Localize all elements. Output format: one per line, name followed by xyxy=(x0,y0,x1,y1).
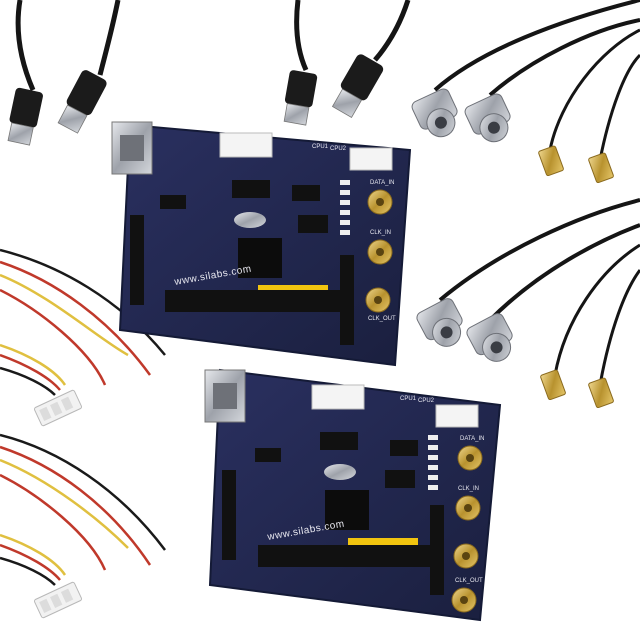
board-1-label-cpu2: CPU2 xyxy=(330,146,347,152)
black-header-2c xyxy=(430,505,444,595)
ic-1d xyxy=(160,195,186,209)
usb-cable-left xyxy=(7,0,121,146)
ic-2d xyxy=(255,448,281,462)
resistor-array-1 xyxy=(340,180,350,235)
sma-connector-3 xyxy=(540,369,566,401)
black-header-1b xyxy=(130,215,144,305)
bnc-sma-cables-top xyxy=(411,0,640,184)
sma-jack-2c xyxy=(453,543,479,569)
white-connector-2 xyxy=(33,581,83,619)
usb-b-plug-1 xyxy=(57,70,107,134)
crystal-2 xyxy=(324,464,356,480)
board-2-label-clk-out: CLK_OUT xyxy=(455,578,483,584)
bnc-connector-1 xyxy=(411,88,458,138)
usb-cable-right xyxy=(283,0,411,126)
ic-2c xyxy=(385,470,415,488)
sma-jack-1c xyxy=(365,287,391,313)
usb-a-plug-2 xyxy=(283,70,318,126)
crystal-1 xyxy=(234,212,266,228)
sma-connector-2 xyxy=(588,152,614,184)
board-2-label-cpu2: CPU2 xyxy=(418,398,435,404)
white-header-1b xyxy=(349,147,393,171)
board-1-label-data-in: DATA_IN xyxy=(370,180,394,186)
ic-1c xyxy=(298,215,328,233)
board-2-label-data-in: DATA_IN xyxy=(460,436,484,442)
resistor-array-2 xyxy=(428,435,438,490)
sma-jack-2a xyxy=(457,445,483,471)
black-header-2b xyxy=(222,470,236,560)
sma-connector-1 xyxy=(538,145,564,177)
white-header-2a xyxy=(311,384,365,410)
sma-jack-1a xyxy=(367,189,393,215)
ic-1b xyxy=(292,185,320,201)
wire-harness-top xyxy=(0,248,166,427)
usb-a-plug-1 xyxy=(7,87,43,146)
eval-board-1: www.silabs.com DATA_IN CLK_IN CLK_OUT CP… xyxy=(111,121,412,367)
bnc-connector-2 xyxy=(464,93,511,143)
sma-jack-1b xyxy=(367,239,393,265)
sma-jack-2d xyxy=(451,587,477,613)
usb-jack-2 xyxy=(204,369,246,423)
board-2-label-clk-in: CLK_IN xyxy=(458,486,479,492)
white-connector-1 xyxy=(33,389,83,427)
ic-2a xyxy=(320,432,358,450)
mcu-1 xyxy=(238,238,282,278)
ic-2b xyxy=(390,440,418,456)
black-header-1a xyxy=(165,290,340,312)
board-1-label-clk-out: CLK_OUT xyxy=(368,316,396,322)
bnc-connector-4 xyxy=(466,313,513,362)
black-header-1c xyxy=(340,255,354,345)
ic-1a xyxy=(232,180,270,198)
wire-harness-bottom xyxy=(0,433,166,619)
sma-jack-2b xyxy=(455,495,481,521)
white-header-2b xyxy=(435,404,479,428)
bnc-connector-3 xyxy=(416,298,463,347)
eval-board-2: www.silabs.com DATA_IN CLK_IN CLK_OUT CP… xyxy=(204,368,502,622)
usb-jack-1 xyxy=(111,121,153,175)
white-header-1a xyxy=(219,132,273,158)
mcu-2 xyxy=(325,490,369,530)
board-1-label-cpu1: CPU1 xyxy=(312,144,329,150)
bnc-sma-cables-middle xyxy=(416,198,640,409)
board-1-label-clk-in: CLK_IN xyxy=(370,230,391,236)
sma-connector-4 xyxy=(588,377,614,409)
board-2-label-cpu1: CPU1 xyxy=(400,396,417,402)
usb-b-plug-2 xyxy=(331,54,384,119)
black-header-2a xyxy=(258,545,433,567)
